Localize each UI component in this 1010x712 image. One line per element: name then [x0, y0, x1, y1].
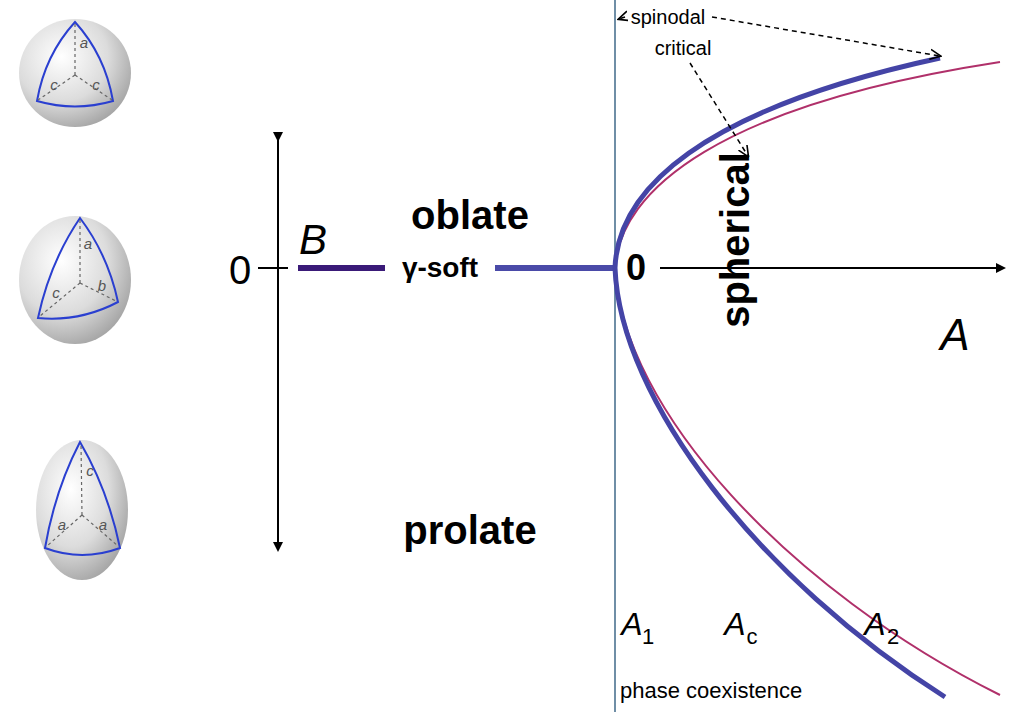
axis-letter: c [52, 285, 60, 300]
spinodal-line [614, 0, 616, 712]
region-label: spherical [715, 152, 755, 328]
critical-label: critical [652, 38, 715, 58]
axis-letter: c [86, 463, 94, 478]
region-label: oblate [411, 195, 529, 235]
axis-label: A [940, 313, 969, 357]
axis-letter: a [84, 236, 92, 251]
boundary-label: A [864, 608, 885, 640]
note-label: phase coexistence [620, 680, 802, 702]
phase-boundaries [615, 58, 1000, 697]
gamma-soft-line [495, 265, 615, 271]
gamma-soft-label: γ-soft [402, 254, 478, 282]
axis-label: B [299, 219, 327, 261]
triaxial-sphere [19, 216, 131, 344]
axis-zero: 0 [229, 250, 251, 290]
axis-letter: b [98, 278, 106, 293]
oblate-sphere [19, 19, 131, 127]
region-label: prolate [403, 510, 536, 550]
boundary-label: A [621, 608, 642, 640]
boundary-subscript: 2 [887, 626, 899, 648]
boundary-label: A [724, 608, 745, 640]
axis-letter: a [80, 35, 88, 50]
boundary-subscript: 1 [642, 626, 654, 648]
axis-letter: c [92, 77, 100, 92]
origin-zero: 0 [626, 250, 646, 286]
axis-letter: c [50, 77, 58, 92]
leader-arrows [619, 17, 940, 156]
axis-letter: a [58, 517, 66, 532]
spinodal-label: spinodal [628, 7, 709, 27]
a-axis [660, 267, 1004, 269]
boundary-subscript: c [747, 626, 758, 648]
b-axis [258, 140, 288, 550]
gamma-soft-line [298, 265, 385, 271]
prolate-sphere [36, 440, 128, 580]
axis-letter: a [99, 517, 107, 532]
